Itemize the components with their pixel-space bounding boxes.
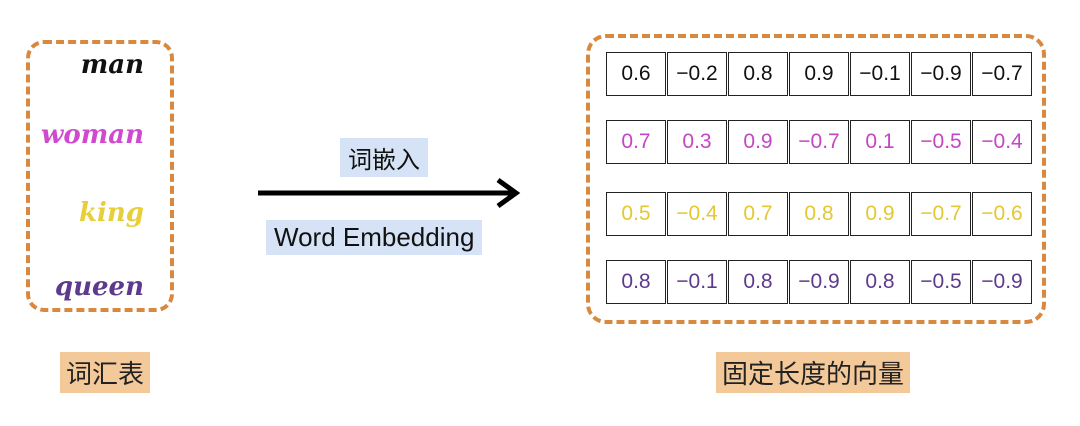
vector-cell: −0.7 <box>911 192 971 236</box>
vector-cell: 0.7 <box>728 192 788 236</box>
vector-cell: 0.8 <box>789 192 849 236</box>
vector-cell: −0.9 <box>972 260 1032 304</box>
arrow-icon <box>258 177 521 209</box>
embedding-label-zh: 词嵌入 <box>340 138 428 177</box>
vector-cell: −0.4 <box>667 192 727 236</box>
word-man: man <box>80 50 144 80</box>
vector-cell: −0.9 <box>789 260 849 304</box>
vector-cell: 0.9 <box>850 192 910 236</box>
vector-cell: 0.7 <box>606 120 666 164</box>
vector-cell: −0.5 <box>911 260 971 304</box>
vector-cell: 0.6 <box>606 52 666 96</box>
vector-cell: 0.8 <box>850 260 910 304</box>
vector-cell: 0.8 <box>606 260 666 304</box>
vector-cell: 0.8 <box>728 52 788 96</box>
vector-cell: 0.8 <box>728 260 788 304</box>
vocabulary-label: 词汇表 <box>60 352 151 393</box>
vector-cell: 0.3 <box>667 120 727 164</box>
vector-cell: −0.5 <box>911 120 971 164</box>
vector-cell: −0.9 <box>911 52 971 96</box>
vector-cell: 0.5 <box>606 192 666 236</box>
vector-cell: −0.7 <box>972 52 1032 96</box>
vector-cell: −0.7 <box>789 120 849 164</box>
vector-cell: −0.2 <box>667 52 727 96</box>
vector-cell: 0.9 <box>789 52 849 96</box>
word-queen: queen <box>54 272 144 302</box>
vector-cell: −0.1 <box>850 52 910 96</box>
vector-cell: 0.9 <box>728 120 788 164</box>
vectors-label: 固定长度的向量 <box>716 352 911 393</box>
vocabulary-box: man woman king queen <box>26 40 174 312</box>
vector-cell: −0.4 <box>972 120 1032 164</box>
word-king: king <box>79 198 144 228</box>
word-woman: woman <box>41 120 144 150</box>
vector-cell: −0.1 <box>667 260 727 304</box>
embedding-label-en: Word Embedding <box>266 220 483 255</box>
vector-cell: −0.6 <box>972 192 1032 236</box>
vector-cell: 0.1 <box>850 120 910 164</box>
